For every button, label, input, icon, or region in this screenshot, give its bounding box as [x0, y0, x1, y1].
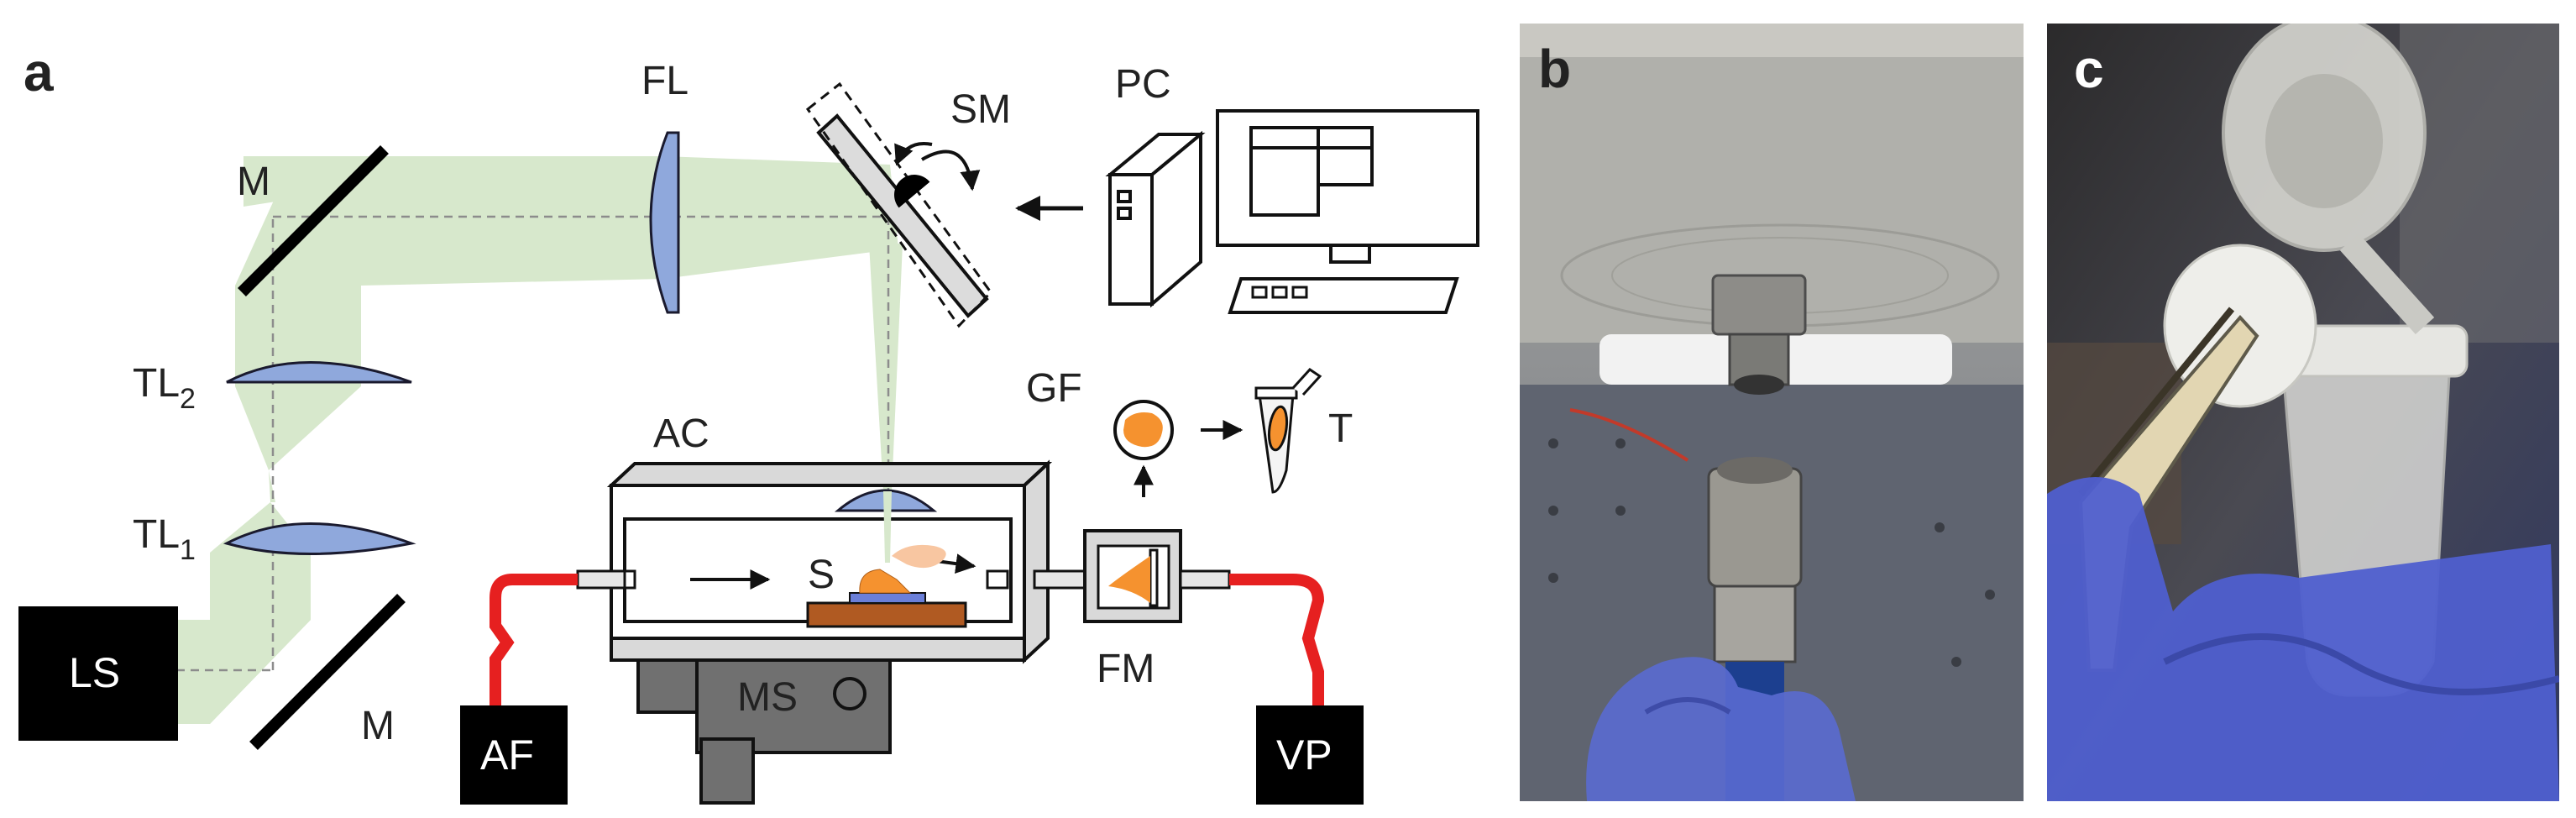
panel-b-label: b	[1538, 39, 1571, 99]
label-ac: AC	[653, 412, 709, 456]
mirror-bottom	[249, 594, 406, 750]
label-ms: MS	[737, 675, 798, 720]
air-filter-box	[460, 705, 568, 805]
tube-lens-2	[226, 361, 412, 384]
mirror-top	[238, 145, 389, 296]
panel-b-photo: b	[1520, 24, 2024, 801]
vacuum-tube	[1229, 574, 1325, 705]
label-s: S	[808, 553, 835, 597]
label-pc: PC	[1115, 62, 1171, 107]
label-fl: FL	[641, 59, 689, 103]
tube-lens-1	[223, 522, 416, 555]
glass-fiber-filter	[1113, 400, 1174, 460]
flow-arrow-out	[935, 553, 976, 574]
label-sm: SM	[950, 87, 1011, 132]
monitor-icon	[1216, 109, 1479, 264]
focusing-lens	[649, 131, 680, 314]
filter-module	[1033, 529, 1231, 623]
label-tl1: TL1	[133, 512, 196, 566]
vacuum-pump-box	[1256, 705, 1364, 805]
air-inlet-tube	[490, 574, 578, 705]
panel-c-label: c	[2074, 39, 2104, 99]
label-af: AF	[480, 731, 534, 779]
label-m-bottom: M	[361, 704, 395, 748]
stage-base	[806, 601, 967, 628]
tube-icon	[1254, 368, 1322, 494]
outlet-nozzle	[986, 569, 1009, 590]
motorized-stage	[636, 658, 892, 805]
keyboard-icon	[1228, 277, 1459, 314]
label-ls: LS	[69, 649, 120, 696]
sample-holder	[849, 592, 926, 604]
label-fm: FM	[1097, 647, 1154, 691]
panel-c-photo: c	[2047, 24, 2559, 801]
sample	[859, 569, 912, 594]
laser-source-box	[18, 606, 178, 741]
label-m-top: M	[237, 160, 270, 204]
panel-a-schematic: a FL SM PC M M TL2 TL1 LS AC S GF T FM M…	[18, 42, 1479, 805]
label-vp: VP	[1276, 731, 1333, 779]
pc-tower-icon	[1105, 130, 1206, 308]
label-tl2: TL2	[133, 361, 196, 415]
label-gf: GF	[1026, 366, 1082, 411]
ablated-plume	[892, 544, 946, 569]
panel-a-label: a	[24, 42, 54, 102]
laser-focus-in-chamber	[883, 491, 892, 563]
label-t: T	[1328, 406, 1353, 451]
scanning-mirror	[805, 81, 992, 328]
inlet-nozzle	[576, 569, 626, 590]
